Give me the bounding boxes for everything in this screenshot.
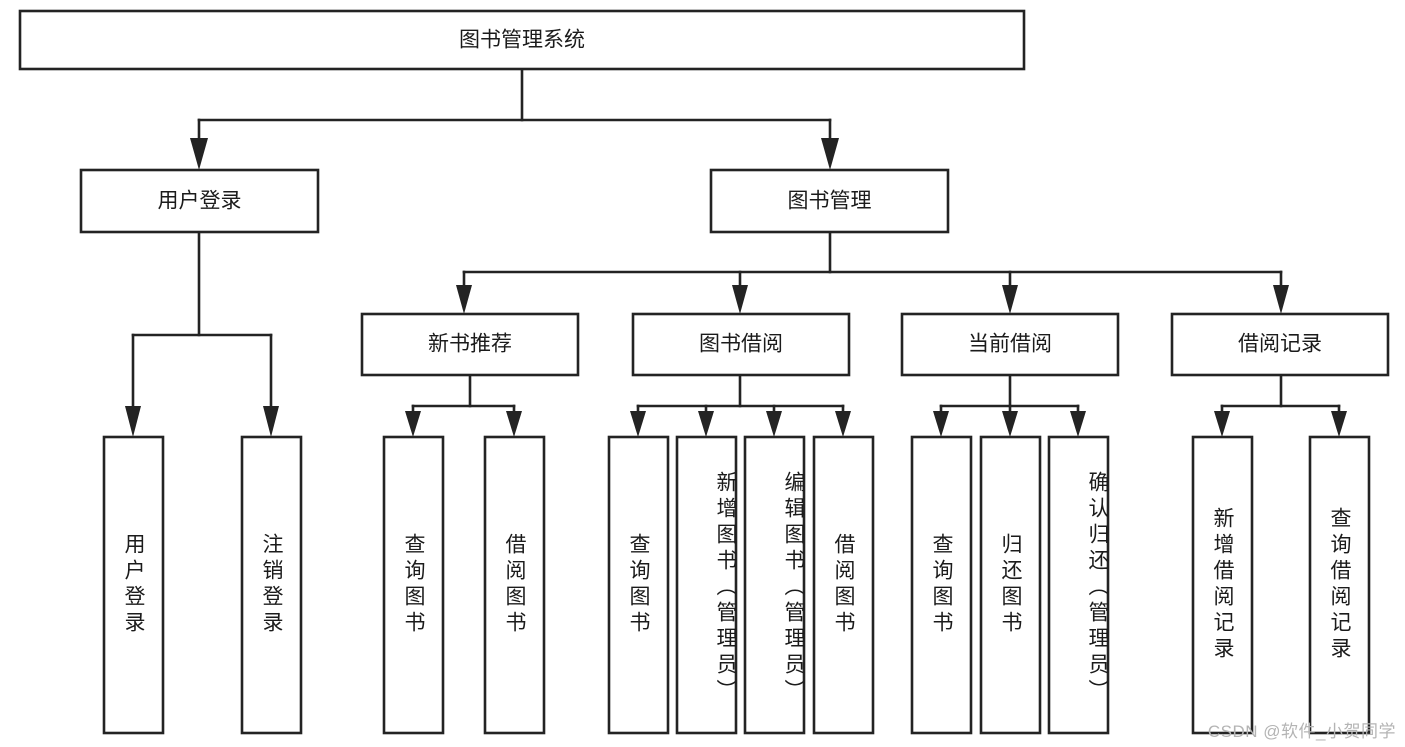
leaf-box-current-borrow-1[interactable] (910, 435, 973, 735)
connector-group-root (190, 67, 839, 170)
leaf-box-current-borrow-3[interactable] (1047, 435, 1110, 735)
node-book-management-label: 图书管理 (788, 190, 872, 213)
arrow-newbook-leaf-2 (506, 411, 522, 437)
node-borrow-record-rect[interactable] (1170, 312, 1390, 377)
arrow-borrowrecord-leaf-2 (1331, 411, 1347, 437)
arrow-currentborrow-leaf-3 (1070, 411, 1086, 437)
node-book-borrow-label: 图书借阅 (699, 333, 783, 356)
arrow-currentborrow-leaf-2 (1002, 411, 1018, 437)
node-current-borrow[interactable]: 当前借阅 (900, 312, 1120, 377)
arrow-userlogin-leaf-1 (125, 406, 141, 437)
node-borrow-record[interactable]: 借阅记录 (1170, 312, 1390, 377)
leaf-box-book-borrow-1[interactable] (607, 435, 670, 735)
connector-group-borrow-record (1214, 373, 1347, 437)
node-current-borrow-label: 当前借阅 (968, 333, 1052, 356)
connector-group-book-borrow (630, 373, 851, 437)
leaf-box-borrow-record-1[interactable] (1191, 435, 1254, 735)
node-new-book-recommend[interactable]: 新书推荐 (360, 312, 580, 377)
node-new-book-recommend-label: 新书推荐 (428, 333, 512, 356)
arrow-root-to-book-mgmt (821, 138, 839, 170)
arrow-bookmgmt-to-record (1273, 285, 1289, 314)
leaf-box-new-book-2[interactable] (483, 435, 546, 735)
leaf-box-book-borrow-2[interactable] (675, 435, 738, 735)
arrow-userlogin-leaf-2 (263, 406, 279, 437)
node-root-system[interactable]: 图书管理系统 (18, 9, 1026, 71)
node-borrow-record-label: 借阅记录 (1238, 333, 1322, 356)
leaf-box-user-login-2[interactable] (240, 435, 303, 735)
arrow-bookborrow-leaf-1 (630, 411, 646, 437)
leaf-box-new-book-1[interactable] (382, 435, 445, 735)
leaf-box-borrow-record-2[interactable] (1308, 435, 1371, 735)
arrow-bookborrow-leaf-4 (835, 411, 851, 437)
node-root-system-rect[interactable] (18, 9, 1026, 71)
leaf-box-current-borrow-2[interactable] (979, 435, 1042, 735)
arrow-currentborrow-leaf-1 (933, 411, 949, 437)
connector-group-book-mgmt (456, 230, 1289, 314)
node-root-system-label: 图书管理系统 (459, 29, 585, 52)
node-book-management[interactable]: 图书管理 (709, 168, 950, 234)
arrow-bookmgmt-to-current (1002, 285, 1018, 314)
node-user-login[interactable]: 用户登录 (79, 168, 320, 234)
node-current-borrow-rect[interactable] (900, 312, 1120, 377)
arrow-bookborrow-leaf-2 (698, 411, 714, 437)
arrow-bookborrow-leaf-3 (766, 411, 782, 437)
leaf-box-user-login-1[interactable] (102, 435, 165, 735)
node-user-login-rect[interactable] (79, 168, 320, 234)
csdn-watermark: CSDN @软件_小贺同学 (1207, 722, 1396, 741)
connector-group-new-book-recommend (405, 373, 522, 437)
leaf-box-book-borrow-4[interactable] (812, 435, 875, 735)
node-book-management-rect[interactable] (709, 168, 950, 234)
node-user-login-label: 用户登录 (158, 190, 242, 213)
node-book-borrow-rect[interactable] (631, 312, 851, 377)
connector-group-current-borrow (933, 373, 1086, 437)
connector-group-user-login (125, 230, 279, 437)
node-book-borrow[interactable]: 图书借阅 (631, 312, 851, 377)
arrow-bookmgmt-to-new-book (456, 285, 472, 314)
arrow-bookmgmt-to-borrow (732, 285, 748, 314)
arrow-borrowrecord-leaf-1 (1214, 411, 1230, 437)
arrow-root-to-user-login (190, 138, 208, 170)
node-new-book-recommend-rect[interactable] (360, 312, 580, 377)
arrow-newbook-leaf-1 (405, 411, 421, 437)
leaf-box-book-borrow-3[interactable] (743, 435, 806, 735)
